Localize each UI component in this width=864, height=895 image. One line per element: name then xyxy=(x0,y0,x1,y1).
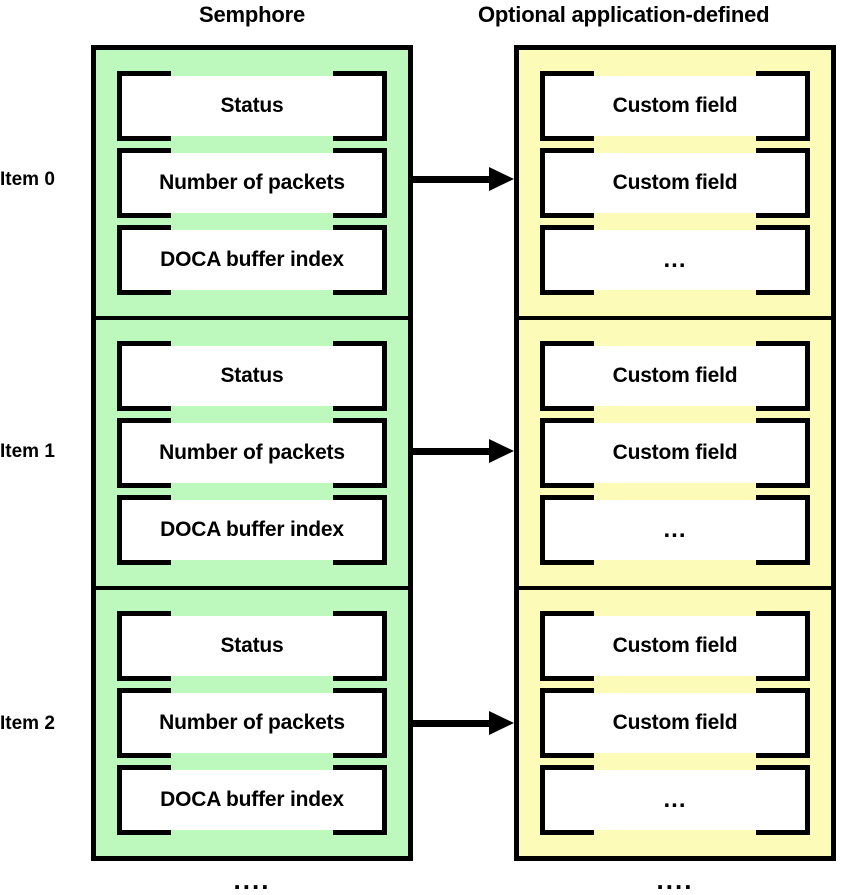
arrow-shaft xyxy=(413,720,493,727)
optional-column: Custom field Custom field ... Custom fie… xyxy=(514,45,836,861)
semaphore-field-packets-2[interactable]: Number of packets xyxy=(117,688,387,758)
arrow-icon-item-0 xyxy=(413,167,514,191)
semaphore-field-packets-0[interactable]: Number of packets xyxy=(117,148,387,218)
field-label: Number of packets xyxy=(159,171,345,194)
field-label: Custom field xyxy=(612,171,738,194)
ellipsis-label: ... xyxy=(663,516,687,543)
semaphore-field-status-1[interactable]: Status xyxy=(117,341,387,411)
arrow-head xyxy=(489,439,514,463)
arrow-icon-item-1 xyxy=(413,439,514,463)
arrow-icon-item-2 xyxy=(413,711,514,735)
item-label-0: Item 0 xyxy=(0,169,55,190)
semaphore-column-title: Semphore xyxy=(199,2,305,27)
optional-field-custom-1-1[interactable]: Custom field xyxy=(540,418,810,488)
optional-field-more-2[interactable]: ... xyxy=(540,765,810,835)
field-label: Status xyxy=(220,94,284,117)
field-label: Status xyxy=(220,364,284,387)
arrow-head xyxy=(489,711,514,735)
semaphore-field-status-0[interactable]: Status xyxy=(117,71,387,141)
optional-field-custom-2-1[interactable]: Custom field xyxy=(540,688,810,758)
semaphore-item-1[interactable]: Status Number of packets DOCA buffer ind… xyxy=(96,316,408,586)
optional-field-more-0[interactable]: ... xyxy=(540,225,810,295)
ellipsis-label: ... xyxy=(663,246,687,273)
optional-field-more-1[interactable]: ... xyxy=(540,495,810,565)
arrow-shaft xyxy=(413,176,493,183)
semaphore-column: Status Number of packets DOCA buffer ind… xyxy=(91,45,413,861)
semaphore-field-buffer-index-0[interactable]: DOCA buffer index xyxy=(117,225,387,295)
field-label: Number of packets xyxy=(159,441,345,464)
field-label: Custom field xyxy=(612,94,738,117)
optional-column-title: Optional application-defined xyxy=(478,2,770,27)
item-label-1: Item 1 xyxy=(0,441,55,462)
field-label: Custom field xyxy=(612,634,738,657)
optional-field-custom-2-0[interactable]: Custom field xyxy=(540,611,810,681)
optional-continuation-dots: .... xyxy=(656,865,694,895)
field-label: DOCA buffer index xyxy=(160,248,344,271)
field-label: Number of packets xyxy=(159,711,345,734)
semaphore-field-buffer-index-2[interactable]: DOCA buffer index xyxy=(117,765,387,835)
semaphore-item-0[interactable]: Status Number of packets DOCA buffer ind… xyxy=(96,50,408,316)
semaphore-field-status-2[interactable]: Status xyxy=(117,611,387,681)
arrow-head xyxy=(489,167,514,191)
arrow-shaft xyxy=(413,448,493,455)
optional-field-custom-0-0[interactable]: Custom field xyxy=(540,71,810,141)
optional-field-custom-0-1[interactable]: Custom field xyxy=(540,148,810,218)
semaphore-continuation-dots: .... xyxy=(233,865,271,895)
item-label-2: Item 2 xyxy=(0,713,55,734)
field-label: DOCA buffer index xyxy=(160,788,344,811)
optional-item-1[interactable]: Custom field Custom field ... xyxy=(519,316,831,586)
field-label: DOCA buffer index xyxy=(160,518,344,541)
semaphore-item-2[interactable]: Status Number of packets DOCA buffer ind… xyxy=(96,586,408,856)
field-label: Status xyxy=(220,634,284,657)
ellipsis-label: ... xyxy=(663,786,687,813)
optional-item-2[interactable]: Custom field Custom field ... xyxy=(519,586,831,856)
field-label: Custom field xyxy=(612,711,738,734)
semaphore-field-buffer-index-1[interactable]: DOCA buffer index xyxy=(117,495,387,565)
semaphore-field-packets-1[interactable]: Number of packets xyxy=(117,418,387,488)
field-label: Custom field xyxy=(612,364,738,387)
field-label: Custom field xyxy=(612,441,738,464)
optional-field-custom-1-0[interactable]: Custom field xyxy=(540,341,810,411)
optional-item-0[interactable]: Custom field Custom field ... xyxy=(519,50,831,316)
